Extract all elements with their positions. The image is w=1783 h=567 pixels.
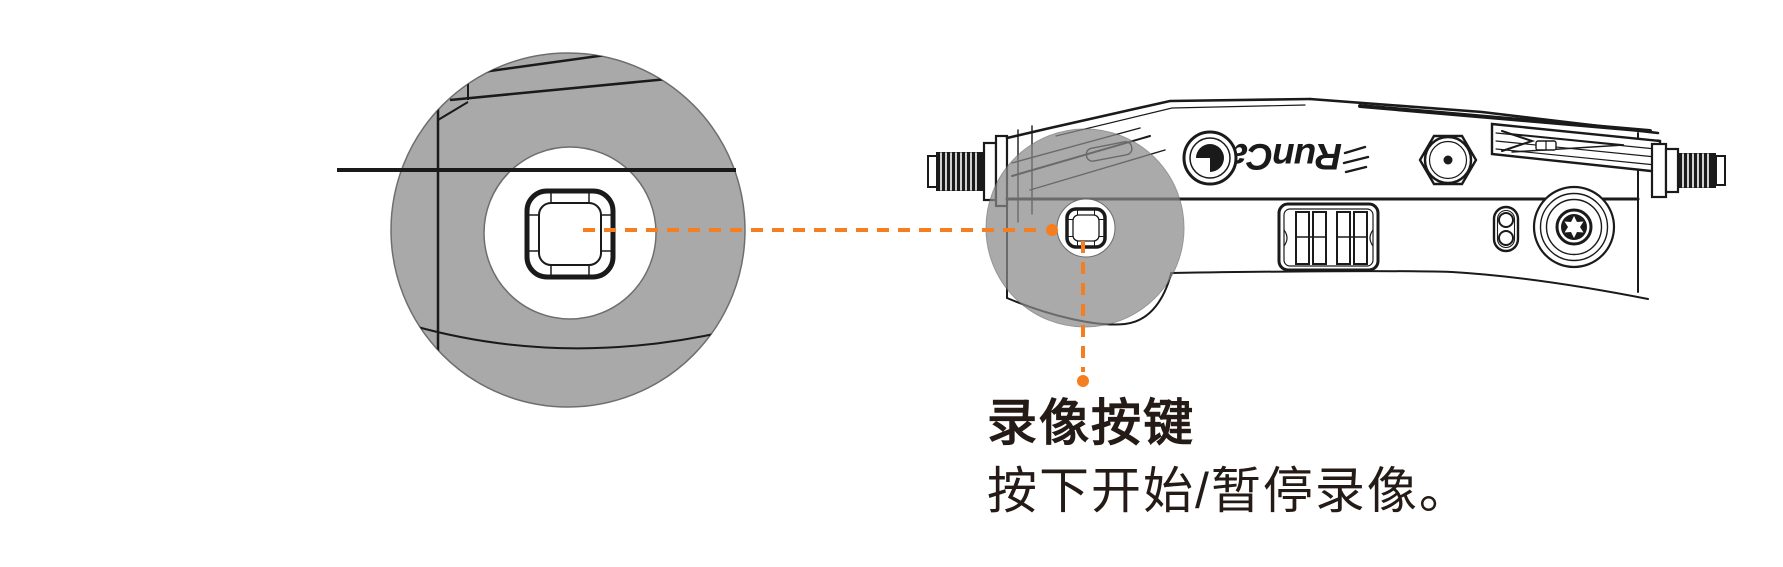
antenna-jack-hex-icon: [1418, 134, 1478, 186]
callout-dot-text: [1077, 375, 1089, 387]
callout-description: 按下开始/暂停录像。: [987, 463, 1471, 519]
latch-clip: [1277, 202, 1380, 272]
record-button-magnified: [524, 188, 616, 280]
callout-title: 录像按键: [987, 395, 1195, 451]
brand-logo-emblem-icon: [1182, 130, 1238, 186]
magnifier-circle: [337, 52, 746, 408]
left-antenna-connector-icon: [927, 134, 1009, 208]
right-antenna-connector-icon: [1650, 142, 1726, 199]
record-button-device: [1056, 198, 1116, 258]
callout-dot-device: [1046, 224, 1058, 236]
indicator-capsule-icon: [1492, 205, 1520, 253]
runcam-logo: RunCam: [1182, 130, 1370, 186]
dc-connector-icon: [1532, 185, 1616, 269]
